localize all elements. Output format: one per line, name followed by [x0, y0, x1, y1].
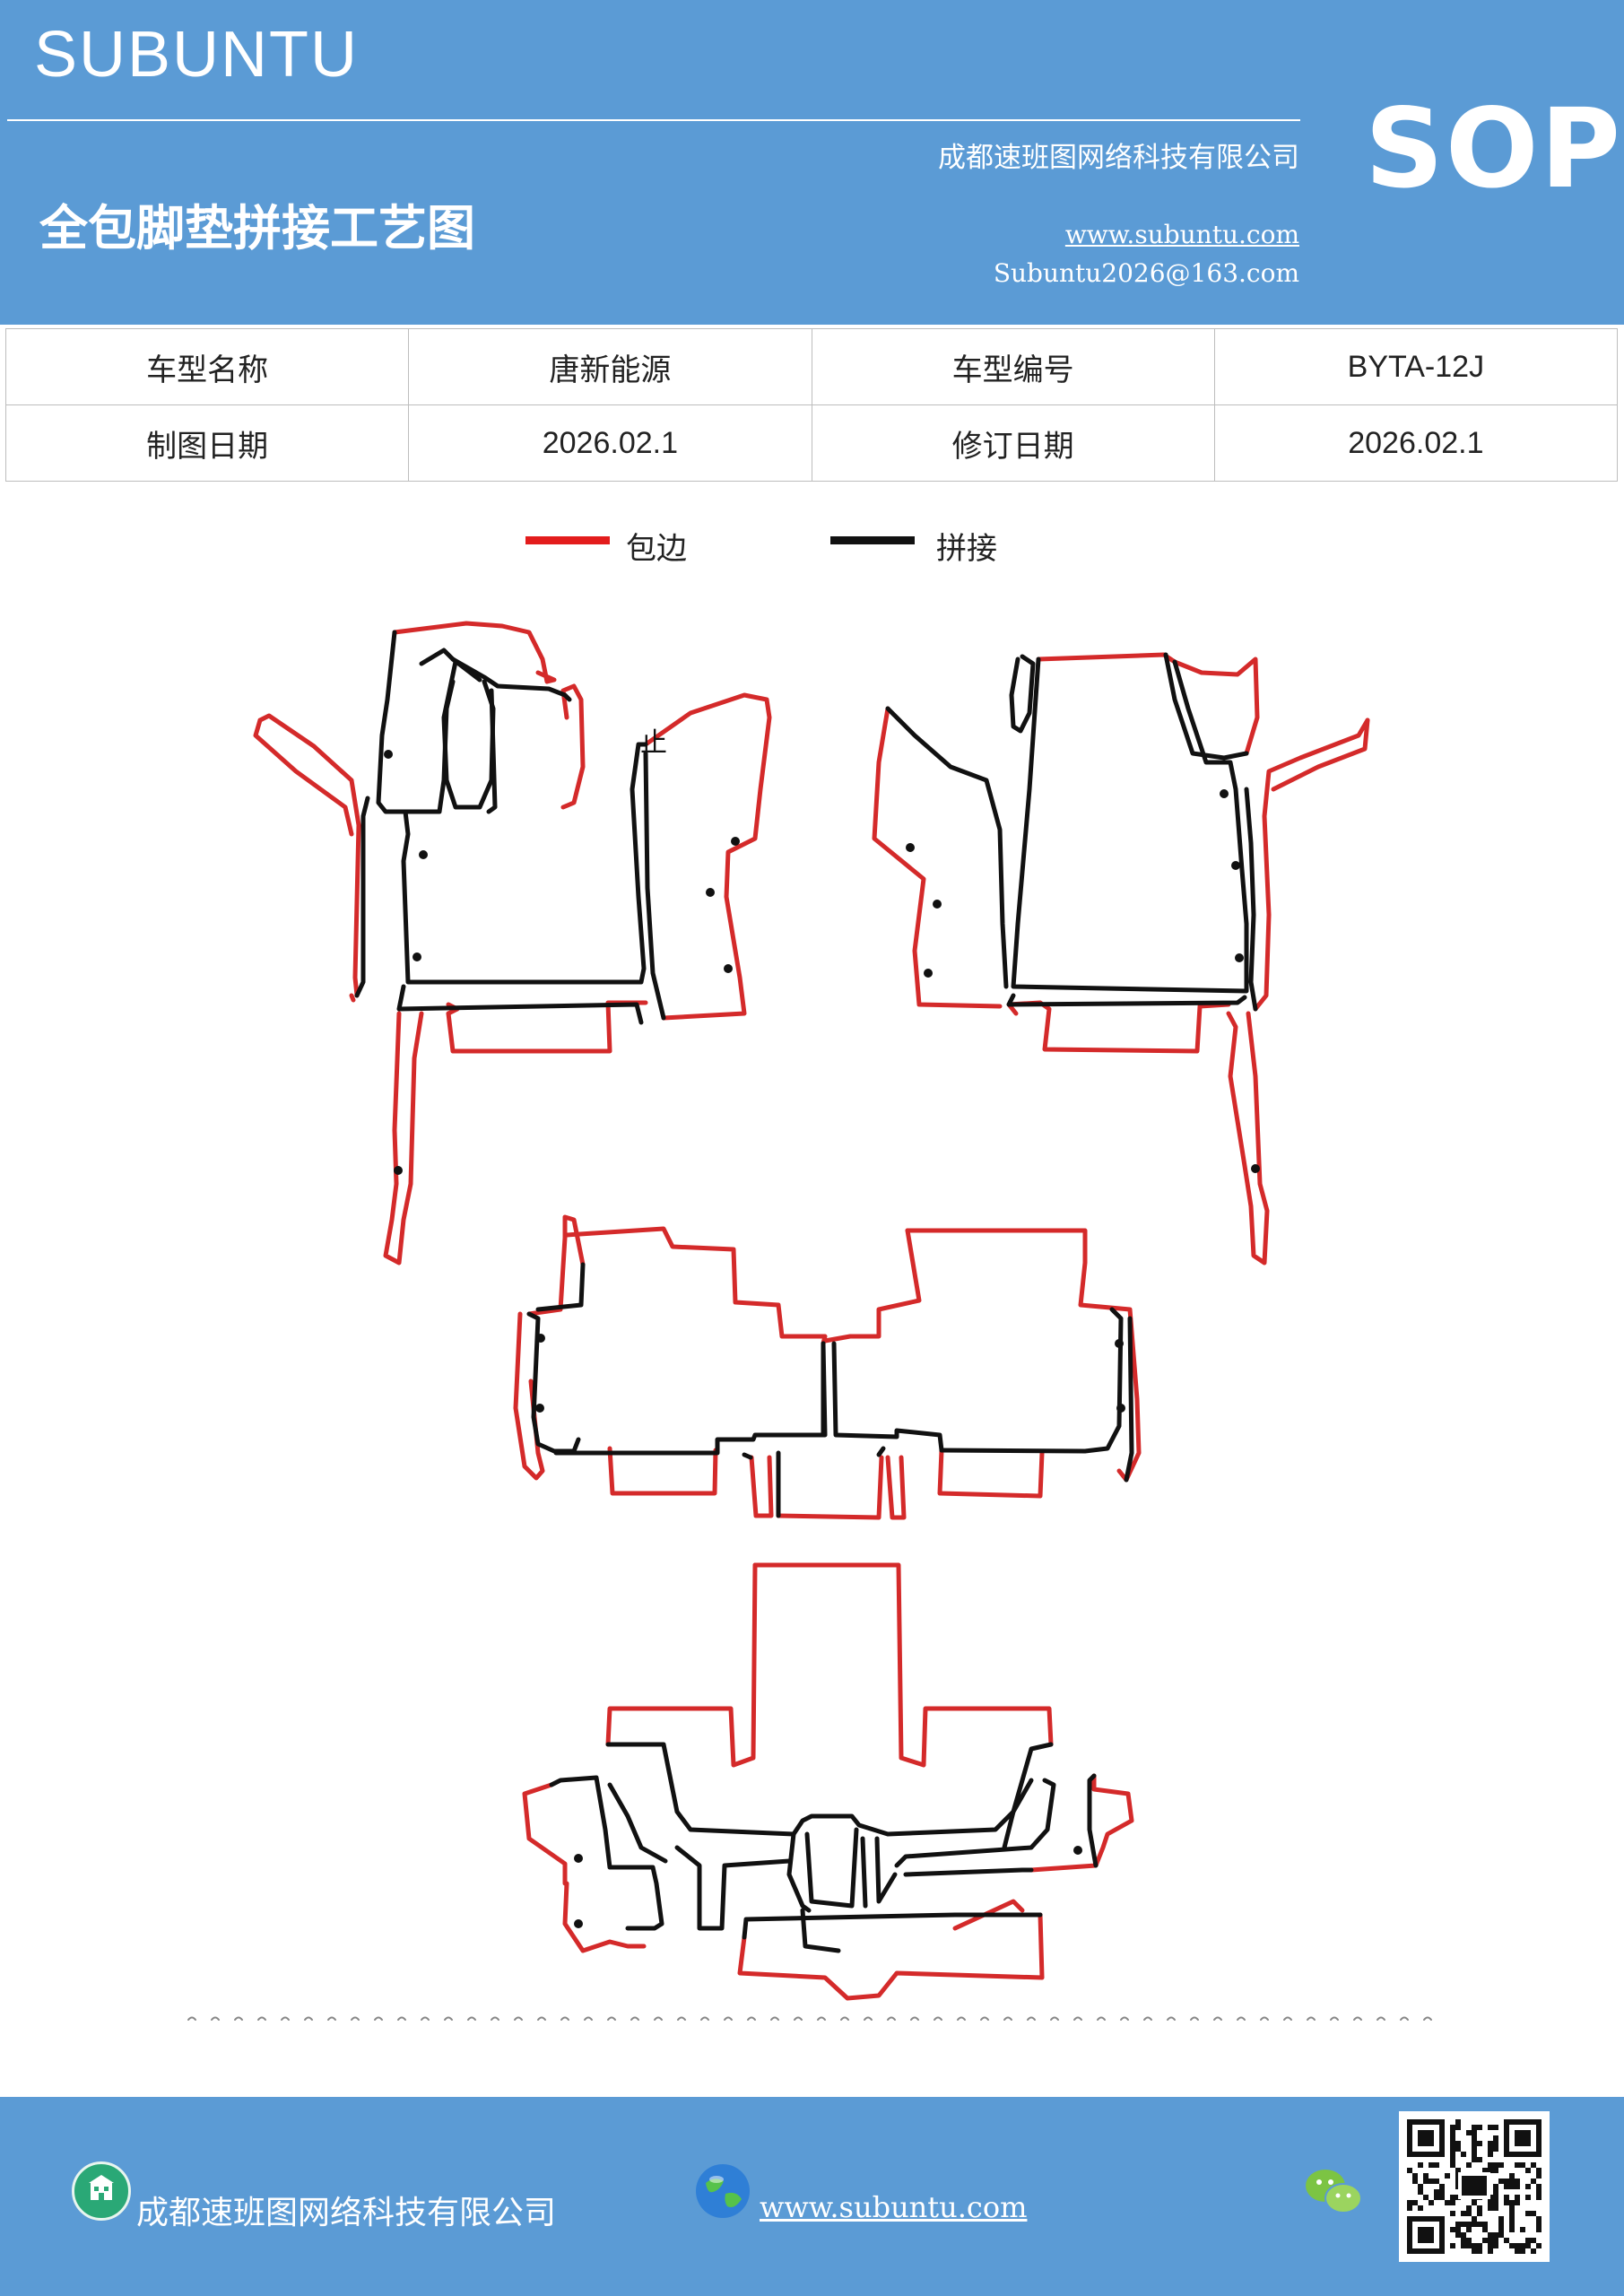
building-icon [72, 2161, 131, 2221]
separator-dot [607, 2016, 616, 2021]
floor-mat-pattern-drawing: 止 [187, 621, 1432, 2021]
footer-company-name: 成都速班图网络科技有限公司 [136, 2195, 557, 2231]
legend-swatch-edge [525, 536, 610, 544]
model-code-label: 车型编号 [811, 328, 1215, 405]
separator-dot [630, 2016, 639, 2021]
drawing-date-label: 制图日期 [4, 404, 410, 482]
vehicle-info-table: 车型名称 唐新能源 车型编号 BYTA-12J 制图日期 2026.02.1 修… [4, 328, 1619, 482]
separator-dot [1190, 2016, 1199, 2021]
separator-dot [677, 2016, 686, 2021]
separator-dot [980, 2016, 989, 2021]
separator-dot [374, 2016, 383, 2021]
separator-dot [584, 2016, 593, 2021]
separator-dot [817, 2016, 826, 2021]
email-address: Subuntu2026@163.com [993, 258, 1299, 288]
separator-dot [747, 2016, 756, 2021]
website-link[interactable]: www.subuntu.com [1064, 220, 1299, 249]
separator-dot [560, 2016, 569, 2021]
separator-dot [1050, 2016, 1059, 2021]
separator-dot [934, 2016, 942, 2021]
separator-dot [1307, 2016, 1316, 2021]
model-name-value: 唐新能源 [408, 328, 812, 405]
header-divider [7, 119, 1300, 121]
footer-website-link[interactable]: www.subuntu.com [760, 2190, 1028, 2224]
separator-dot [211, 2016, 220, 2021]
qr-code [1399, 2111, 1550, 2262]
brand-name: SUBUNTU [34, 19, 360, 91]
separator-dot [1423, 2016, 1432, 2021]
separator-dot [1073, 2016, 1082, 2021]
footer-banner: 成都速班图网络科技有限公司 www.subuntu.com [0, 2097, 1624, 2296]
separator-dot [794, 2016, 803, 2021]
separator-dot [257, 2016, 266, 2021]
model-name-label: 车型名称 [4, 328, 410, 405]
table-row: 制图日期 2026.02.1 修订日期 2026.02.1 [4, 404, 1619, 482]
separator-dot [654, 2016, 663, 2021]
separator-dot [957, 2016, 966, 2021]
separator-dot [537, 2016, 546, 2021]
fixing-clip-dots [384, 750, 1260, 1928]
dotted-separator [187, 2016, 1432, 2021]
separator-dot [1167, 2016, 1176, 2021]
separator-dot [491, 2016, 499, 2021]
stop-mark: 止 [640, 727, 667, 759]
separator-dot [1400, 2016, 1409, 2021]
separator-dot [281, 2016, 290, 2021]
model-code-value: BYTA-12J [1213, 328, 1619, 405]
separator-dot [1120, 2016, 1129, 2021]
separator-dot [351, 2016, 360, 2021]
separator-dot [1027, 2016, 1036, 2021]
separator-dot [1260, 2016, 1269, 2021]
separator-dot [397, 2016, 406, 2021]
edge-lines [253, 621, 1370, 2001]
revision-date-value: 2026.02.1 [1213, 404, 1619, 482]
separator-dot [234, 2016, 243, 2021]
separator-dot [1283, 2016, 1292, 2021]
separator-dot [1376, 2016, 1385, 2021]
globe-icon [693, 2161, 752, 2221]
separator-dot [1143, 2016, 1152, 2021]
legend-label-edge: 包边 [626, 531, 687, 567]
separator-dot [304, 2016, 313, 2021]
seam-lines [354, 630, 1258, 1953]
separator-dot [887, 2016, 896, 2021]
separator-dot [1097, 2016, 1106, 2021]
revision-date-label: 修订日期 [811, 404, 1215, 482]
company-name: 成都速班图网络科技有限公司 [938, 142, 1299, 174]
sop-badge: SOP [1365, 85, 1622, 213]
drawing-date-value: 2026.02.1 [408, 404, 812, 482]
separator-dot [770, 2016, 779, 2021]
separator-dot [1213, 2016, 1222, 2021]
separator-dot [514, 2016, 523, 2021]
header-banner: SUBUNTU 成都速班图网络科技有限公司 全包脚垫拼接工艺图 www.subu… [0, 0, 1624, 325]
separator-dot [421, 2016, 430, 2021]
legend-swatch-seam [830, 536, 915, 544]
separator-dot [1237, 2016, 1246, 2021]
wechat-icon [1302, 2164, 1365, 2218]
separator-dot [910, 2016, 919, 2021]
separator-dot [467, 2016, 476, 2021]
separator-dot [187, 2016, 196, 2021]
table-row: 车型名称 唐新能源 车型编号 BYTA-12J [4, 328, 1619, 405]
separator-dot [444, 2016, 453, 2021]
document-title: 全包脚垫拼接工艺图 [39, 199, 475, 257]
separator-dot [1330, 2016, 1339, 2021]
separator-dot [1353, 2016, 1362, 2021]
separator-dot [700, 2016, 709, 2021]
legend-label-seam: 拼接 [936, 531, 997, 567]
separator-dot [327, 2016, 336, 2021]
separator-dot [1003, 2016, 1012, 2021]
separator-dot [724, 2016, 733, 2021]
separator-dot [840, 2016, 849, 2021]
separator-dot [864, 2016, 873, 2021]
